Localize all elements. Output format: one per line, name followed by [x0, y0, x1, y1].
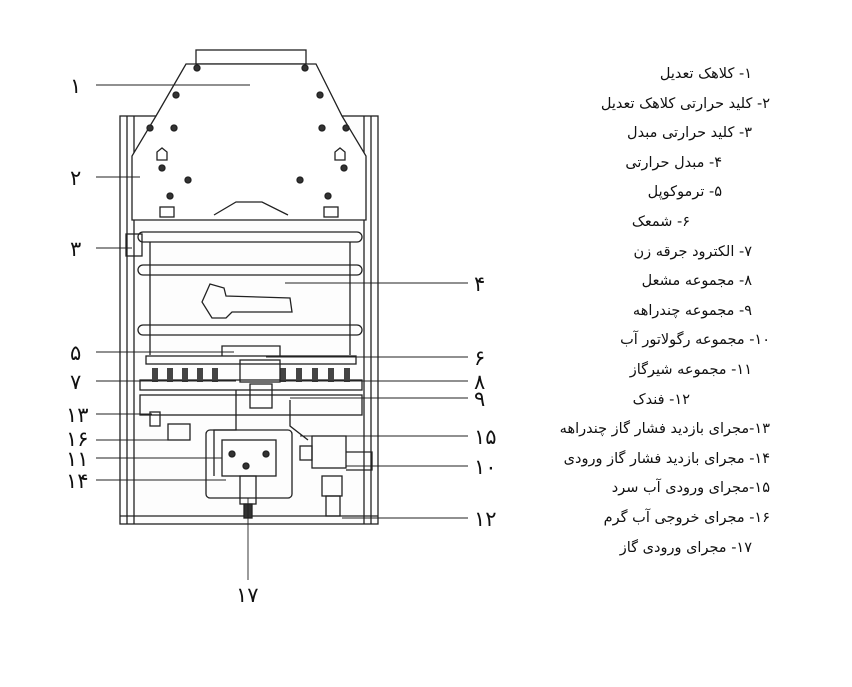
legend-item-9: ۹- مجموعه چندراهه	[632, 302, 752, 319]
legend-item-6: ۶- شمعک	[631, 213, 690, 230]
callout-2: ۲	[70, 166, 81, 190]
water-regulator	[299, 435, 373, 517]
callout-11: ۱۱	[66, 447, 89, 471]
callout-14: ۱۴	[66, 469, 89, 493]
draft-hood	[131, 49, 367, 221]
side-fittings	[149, 411, 191, 441]
callout-13: ۱۳	[66, 403, 89, 427]
callout-numbers: ۱ ۲ ۳ ۴ ۵ ۶ ۷ ۸ ۹ ۱۰ ۱۱ ۱۲ ۱۳ ۱۴ ۱۵ ۱۶ ۱…	[66, 74, 497, 607]
callout-3: ۳	[70, 237, 81, 261]
legend-item-11: ۱۱- مجموعه شیرگاز	[629, 361, 752, 378]
legend-item-12: ۱۲- فندک	[632, 391, 690, 408]
callout-12: ۱۲	[474, 507, 497, 531]
callout-5: ۵	[70, 341, 81, 365]
legend-item-15: ۱۵-مجرای ورودی آب سرد	[611, 480, 770, 497]
callout-6: ۶	[474, 346, 485, 370]
legend-item-17: ۱۷- مجرای ورودی گاز	[619, 539, 752, 556]
burner-assembly	[139, 345, 363, 416]
callout-7: ۷	[70, 370, 81, 394]
legend-item-4: ۴- مبدل حرارتی	[625, 154, 722, 171]
legend-item-14: ۱۴- مجرای بازدید فشار گاز ورودی	[563, 450, 770, 467]
legend-item-2: ۲- کلید حرارتی کلاهک تعدیل	[600, 95, 770, 112]
legend-item-16: ۱۶- مجرای خروجی آب گرم	[603, 509, 770, 526]
legend-item-8: ۸- مجموعه مشعل	[641, 273, 752, 290]
legend-item-7: ۷- الکترود جرقه زن	[633, 243, 752, 260]
callout-1: ۱	[70, 74, 81, 98]
callout-4: ۴	[474, 272, 485, 296]
heat-exchanger	[125, 231, 363, 355]
callout-8: ۸	[474, 370, 485, 394]
legend-item-1: ۱- کلاهک تعدیل	[659, 66, 752, 82]
leader-lines	[96, 84, 468, 580]
callout-10: ۱۰	[474, 455, 497, 479]
legend-item-5: ۵- ترموکوپل	[647, 184, 722, 201]
legend-item-13: ۱۳-مجرای بازدید فشار گاز چندراهه	[559, 421, 770, 438]
callout-15: ۱۵	[474, 425, 497, 449]
parts-legend: ۱- کلاهک تعدیل ۲- کلید حرارتی کلاهک تعدی…	[350, 60, 770, 563]
callout-9: ۹	[474, 387, 485, 411]
callout-16: ۱۶	[66, 427, 89, 451]
callout-17: ۱۷	[236, 583, 259, 607]
legend-item-10: ۱۰- مجموعه رگولاتور آب	[620, 332, 770, 349]
legend-item-3: ۳- کلید حرارتی مبدل	[627, 125, 752, 142]
